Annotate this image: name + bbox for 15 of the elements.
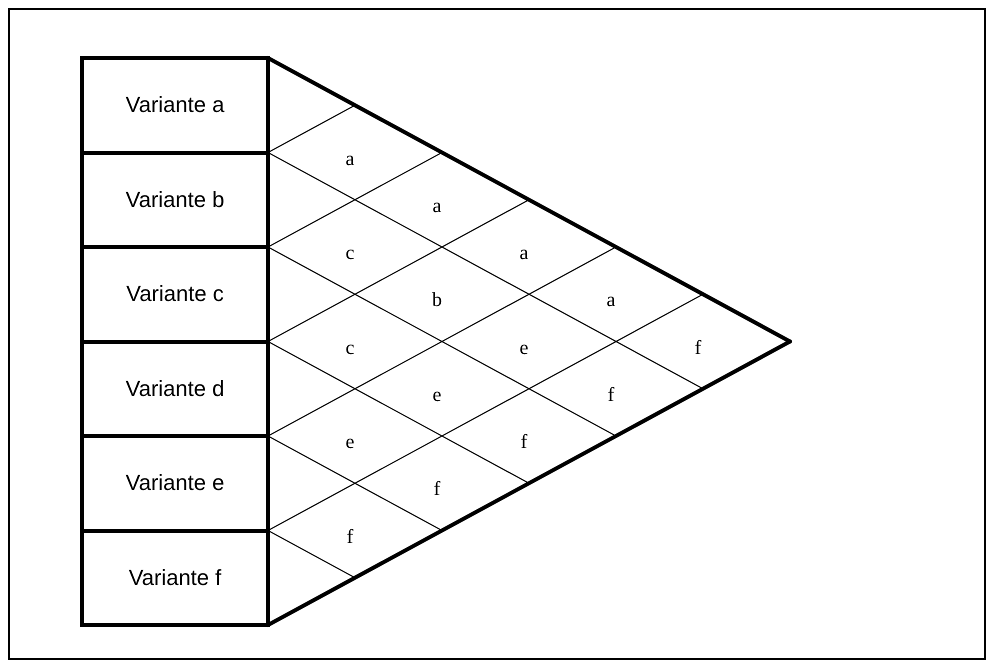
comparison-result: b [432, 290, 442, 310]
comparison-result: c [346, 243, 354, 263]
comparison-result: f [694, 338, 702, 358]
comparison-result: f [608, 384, 614, 405]
comparison-result: e [432, 384, 442, 405]
comparison-result: e [346, 432, 354, 452]
comparison-result: f [434, 479, 440, 500]
comparison-result: f [520, 432, 528, 452]
comparison-result: f [346, 526, 354, 546]
comparison-result: a [346, 148, 354, 168]
comparison-result: a [520, 243, 528, 263]
comparison-result: c [346, 338, 354, 358]
comparison-result: a [432, 196, 442, 216]
comparison-result: e [520, 338, 528, 358]
comparison-result: a [606, 290, 616, 310]
